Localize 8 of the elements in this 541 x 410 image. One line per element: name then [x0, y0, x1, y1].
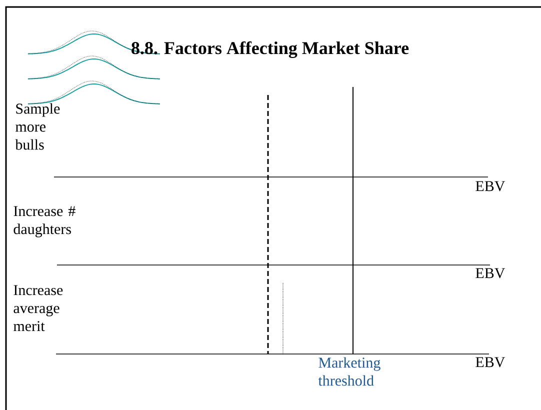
threshold-label: Marketing threshold: [318, 357, 380, 386]
row-label: Sample more bulls: [15, 103, 60, 150]
ebv-label: EBV: [476, 357, 506, 368]
ebv-label: EBV: [476, 268, 506, 278]
row-label: Increase # daughters: [14, 206, 76, 238]
ebv-label: EBV: [476, 181, 506, 192]
row-label: Increase average merit: [14, 285, 63, 332]
title: 8.8. Factors Affecting Market Share: [132, 41, 409, 58]
